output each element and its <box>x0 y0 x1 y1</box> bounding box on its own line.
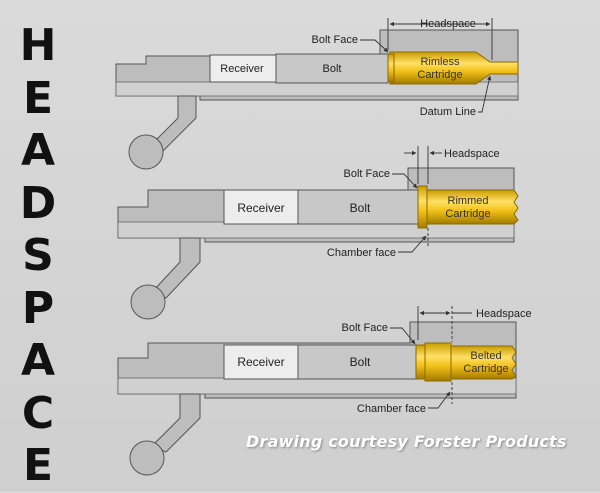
cartridge-label-line2: Cartridge <box>463 363 508 375</box>
headspace-label: Headspace <box>476 308 532 320</box>
cartridge-label-line1: Rimmed <box>448 195 489 207</box>
datum-line-leader <box>478 75 492 113</box>
trigger-disc <box>129 440 165 476</box>
title-letter: A <box>20 125 56 176</box>
bolt-face-leader <box>360 39 389 53</box>
extractor-groove <box>387 53 395 83</box>
bolt-block <box>275 53 389 84</box>
cartridge-head <box>415 344 426 380</box>
trigger-disc <box>128 134 164 170</box>
rimmed-cartridge <box>426 189 519 225</box>
cartridge-rim <box>417 185 428 229</box>
receiver-label: Receiver <box>237 355 284 369</box>
headspace-label: Headspace <box>444 148 500 160</box>
receiver-label: Receiver <box>237 201 284 215</box>
title-letter: A <box>20 335 56 386</box>
title-letter: C <box>21 387 55 439</box>
trigger-disc <box>130 284 166 320</box>
receiver-block <box>223 344 299 380</box>
title-letter: E <box>22 440 54 491</box>
headspace-label: Headspace <box>420 18 476 30</box>
cartridge-belt <box>424 342 452 382</box>
title-letter: H <box>19 20 57 71</box>
bore-channel <box>117 377 517 395</box>
bolt-face-leader <box>390 327 416 345</box>
title-letter: D <box>19 177 57 229</box>
diagram-rimmed: Receiver Bolt Rimmed Cartridge Headspace… <box>117 146 519 320</box>
receiver-block <box>223 189 299 225</box>
belted-cartridge <box>450 345 517 380</box>
title-letter: S <box>22 230 54 281</box>
cartridge-label-line1: Belted <box>470 350 501 362</box>
cartridge-label-line2: Cartridge <box>417 69 462 81</box>
title-letter: E <box>22 72 54 124</box>
diagram-belted: Receiver Bolt Belted Cartridge Headspace… <box>117 306 532 476</box>
title-letter: P <box>21 282 55 334</box>
cartridge-label-line2: Cartridge <box>445 208 490 220</box>
trigger-arm <box>151 237 201 299</box>
bolt-label: Bolt <box>350 201 371 215</box>
cartridge-label-line1: Rimless <box>420 56 460 68</box>
bolt-face-label: Bolt Face <box>312 34 358 46</box>
datum-line-label: Datum Line <box>420 106 476 118</box>
bolt-label: Bolt <box>350 355 371 369</box>
vertical-title: H E A D S P A C E <box>18 20 58 493</box>
chamber-face-leader <box>398 235 427 253</box>
bolt-face-label: Bolt Face <box>344 168 390 180</box>
bolt-label: Bolt <box>323 63 342 75</box>
credit-caption: Drawing courtesy Forster Products <box>246 432 567 451</box>
diagram-rimless: Receiver Bolt Rimless Cartridge Headspac… <box>115 18 519 170</box>
chamber-face-label: Chamber face <box>357 403 426 415</box>
bolt-block <box>297 189 419 225</box>
bolt-face-label: Bolt Face <box>342 322 388 334</box>
rimless-cartridge <box>389 51 519 85</box>
receiver-label: Receiver <box>220 63 264 75</box>
chamber-face-leader <box>428 391 451 409</box>
trigger-arm <box>151 393 201 453</box>
chamber-face-label: Chamber face <box>327 247 396 259</box>
bolt-block <box>297 344 419 380</box>
bolt-face-leader <box>392 173 418 189</box>
